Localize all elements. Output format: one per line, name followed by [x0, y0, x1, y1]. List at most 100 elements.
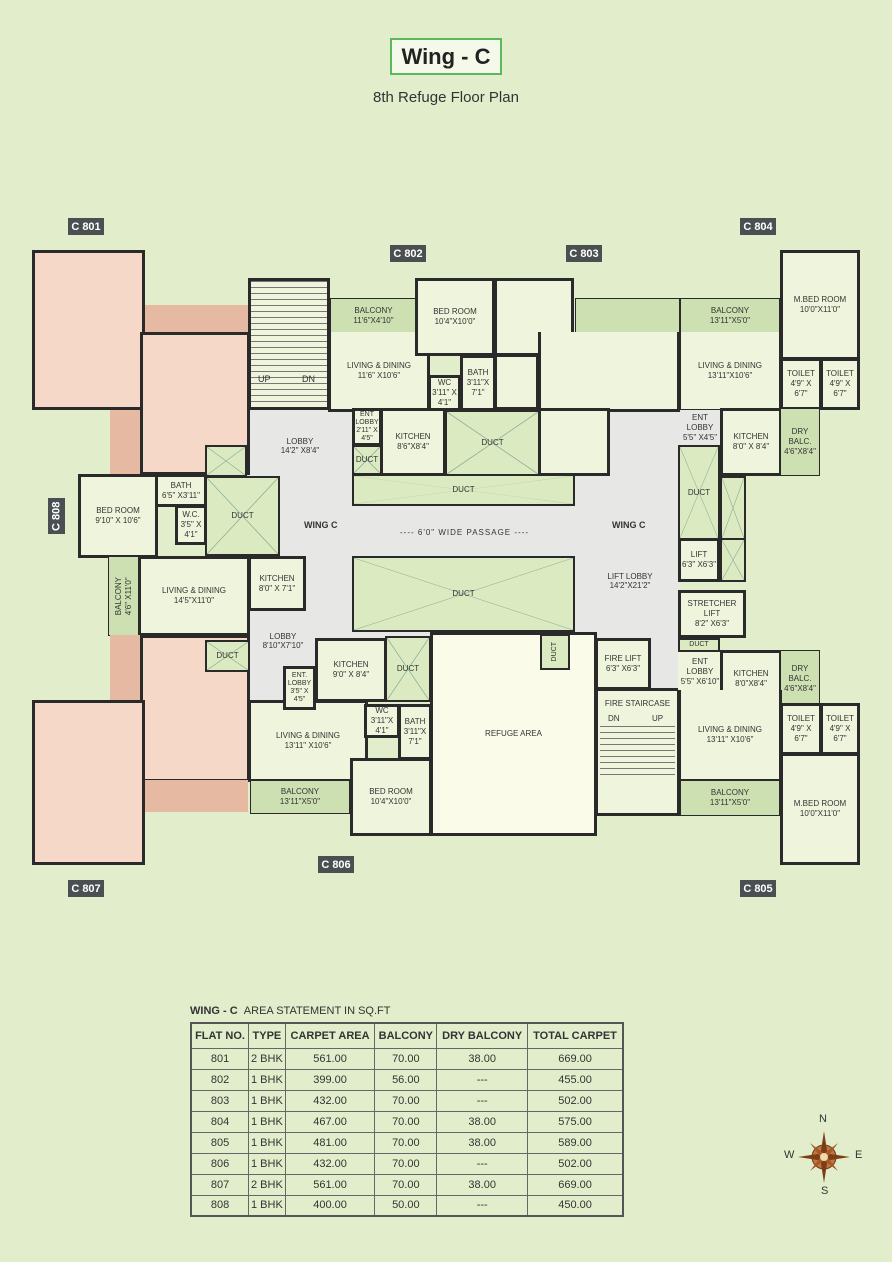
unit-tag-c801: C 801 [68, 218, 104, 235]
duct [720, 476, 746, 540]
table-cell: 399.00 [284, 1068, 376, 1091]
table-cell: 481.00 [284, 1131, 376, 1154]
table-cell: 805 [190, 1131, 250, 1154]
flat-807-bedrooms [32, 700, 145, 865]
flat-803-living [538, 332, 680, 412]
duct: DUCT [385, 636, 431, 702]
table-cell: 38.00 [436, 1047, 529, 1070]
flat-808-wc: W.C.3'5" X 4'1" [175, 505, 207, 545]
unit-tag-c802: C 802 [390, 245, 426, 262]
refuge-area: REFUGE AREA [430, 632, 597, 836]
table-cell: 1 BHK [248, 1110, 286, 1133]
table-cell: 801 [190, 1047, 250, 1070]
table-cell: 70.00 [374, 1110, 438, 1133]
duct [720, 538, 746, 582]
table-cell: 455.00 [527, 1068, 624, 1091]
table-cell: 669.00 [527, 1173, 624, 1196]
table-cell: 502.00 [527, 1089, 624, 1112]
passage-label: ---- 6'0" WIDE PASSAGE ---- [400, 528, 529, 537]
table-cell: 808 [190, 1194, 250, 1217]
flat-801-balcony [145, 305, 248, 335]
column-header: DRY BALCONY [436, 1022, 529, 1049]
flat-801-dry-balcony [110, 410, 140, 475]
flat-803-balcony [575, 298, 680, 334]
table-cell: 561.00 [284, 1173, 376, 1196]
table-cell: 589.00 [527, 1131, 624, 1154]
table-cell: 2 BHK [248, 1173, 286, 1196]
unit-tag-c805: C 805 [740, 880, 776, 897]
duct: DUCT [352, 556, 575, 632]
column-header: TYPE [248, 1022, 286, 1049]
flat-803-kitchen [538, 408, 610, 476]
table-cell: 1 BHK [248, 1131, 286, 1154]
table-cell: 1 BHK [248, 1089, 286, 1112]
column-header: TOTAL CARPET [527, 1022, 624, 1049]
compass-west: W [784, 1149, 795, 1161]
stair-up-label: UP [258, 374, 271, 384]
flat-803-bath [494, 354, 539, 410]
compass-east: E [855, 1149, 863, 1161]
table-cell: 806 [190, 1152, 250, 1175]
table-cell: 38.00 [436, 1110, 529, 1133]
table-cell: 807 [190, 1173, 250, 1196]
compass-south: S [821, 1185, 829, 1197]
table-cell: 467.00 [284, 1110, 376, 1133]
table-cell: 70.00 [374, 1152, 438, 1175]
stair-dn-label: DN [302, 374, 315, 384]
table-cell: 70.00 [374, 1131, 438, 1154]
table-cell: 1 BHK [248, 1194, 286, 1217]
flat-804-dry-balcony: DRY BALC.4'6"X8'4" [780, 408, 820, 476]
area-statement-caption: WING - C AREA STATEMENT IN SQ.FT [190, 1005, 391, 1017]
duct [205, 445, 247, 477]
table-cell: 2 BHK [248, 1047, 286, 1070]
table-cell: 450.00 [527, 1194, 624, 1217]
compass-rose-icon [798, 1131, 850, 1183]
duct: DUCT [678, 445, 720, 540]
wing-label-right: WING C [612, 520, 646, 530]
area-statement-table: FLAT NO. TYPE CARPET AREA BALCONY DRY BA… [190, 1022, 624, 1217]
unit-tag-c807: C 807 [68, 880, 104, 897]
table-cell: 56.00 [374, 1068, 438, 1091]
table-cell: 38.00 [436, 1131, 529, 1154]
duct: DUCT [540, 634, 570, 670]
unit-tag-c804: C 804 [740, 218, 776, 235]
flat-808-balcony: BALCONY 4'6" X11'0" [108, 556, 140, 636]
column-header: CARPET AREA [284, 1022, 376, 1049]
table-cell: 432.00 [284, 1089, 376, 1112]
table-cell: 70.00 [374, 1089, 438, 1112]
table-cell: 561.00 [284, 1047, 376, 1070]
column-header: BALCONY [374, 1022, 438, 1049]
flat-807-balcony [145, 780, 248, 812]
fire-stair-up-label: UP [652, 714, 664, 723]
table-cell: 38.00 [436, 1173, 529, 1196]
